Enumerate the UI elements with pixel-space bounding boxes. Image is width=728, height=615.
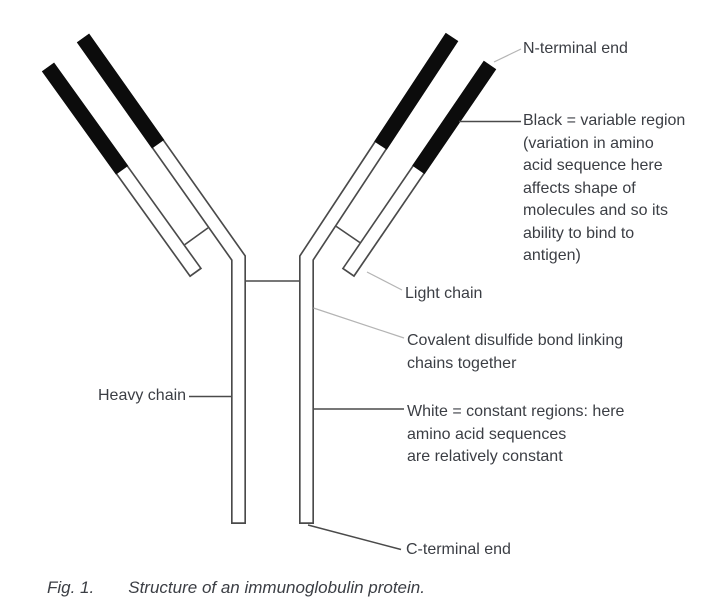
light-chain-label: Light chain [405,285,483,302]
figure-caption-number: Fig. 1. [47,578,95,597]
light-chain-left-variable-region [41,62,129,175]
figure-caption: Fig. 1. Structure of an immunoglobulin pr… [47,578,425,598]
light-chain-right-variable-region [412,60,497,175]
covalent-bond-leader-line [313,307,405,339]
heavy-chain-label: Heavy chain [98,387,187,404]
n-terminal-leader-line [493,48,522,63]
light-chain-leader-line [366,271,403,291]
c-terminal-leader-line [307,524,402,551]
constant-region-label: White = constant regions: here amino aci… [407,403,625,465]
n-terminal-end-label: N-terminal end [523,40,628,57]
heavy-chain-left-variable-region [76,33,165,149]
heavy-chain-right-variable-region [374,32,459,150]
figure-caption-text: Structure of an immunoglobulin protein. [128,578,425,597]
disulfide-bond-left-arm [184,227,209,246]
heavy-chain-left-constant-region [79,36,245,523]
disulfide-bond-right-arm [335,225,361,244]
c-terminal-end-label: C-terminal end [406,541,511,558]
variable-region-label: Black = variable region (variation in am… [523,112,686,264]
heavy-chain-left-outline [76,33,246,524]
disulfide-bond-label: Covalent disulfide bond linking chains t… [407,332,624,372]
